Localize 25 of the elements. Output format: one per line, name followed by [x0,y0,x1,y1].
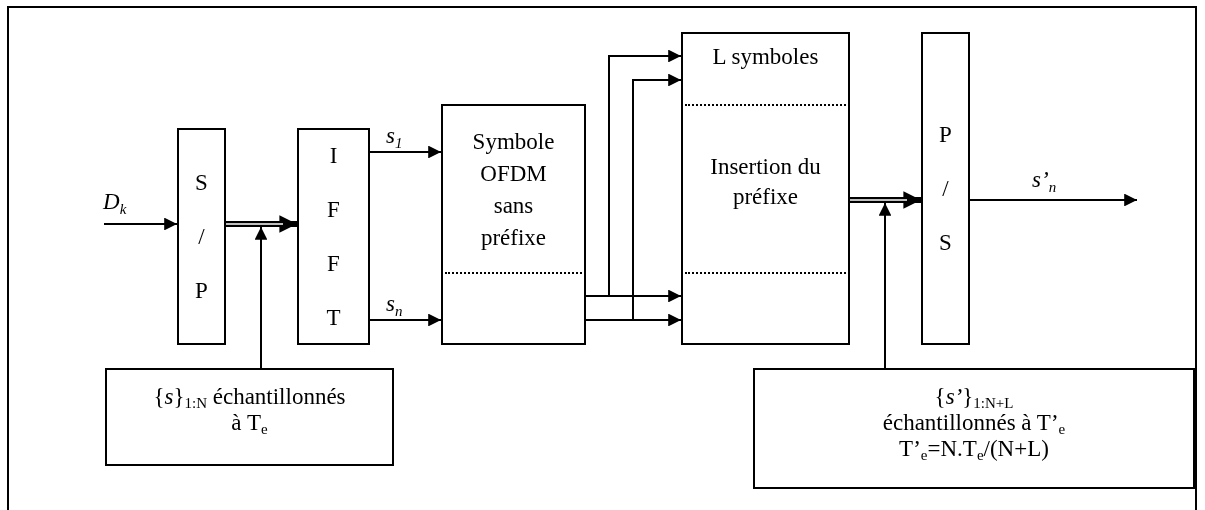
box-label: Insertion du préfixe [709,153,822,211]
process-box [297,128,370,345]
double-arrow [849,191,921,209]
arrow [878,202,892,369]
clock-box [753,368,1195,489]
arrow [103,217,178,231]
section-label: L symboles [711,43,820,71]
arrow [585,313,682,327]
arrow [369,313,442,327]
process-box [681,32,850,345]
arrow [585,289,682,303]
arrow [254,226,268,369]
process-box [177,128,226,345]
arrow [369,145,442,159]
arrow [969,193,1138,207]
process-box [441,104,586,345]
box-label: P / S [938,120,953,257]
double-arrow [225,215,297,233]
process-box [921,32,970,345]
box-label: S / P [194,168,209,305]
box-label: {s}$_{1:N}$ échantillonnés à T$_{e}$ [152,384,347,436]
box-label: I F F T [326,141,341,332]
clock-box [105,368,394,466]
box-label: Symbole OFDM sans préfixe [471,128,556,252]
box-label: {s’}$_{1:N+L}$ échantillonnés à T’$_{e}$ T’$_{e}$=N.T$_{e}$/(N+L) [881,384,1067,462]
